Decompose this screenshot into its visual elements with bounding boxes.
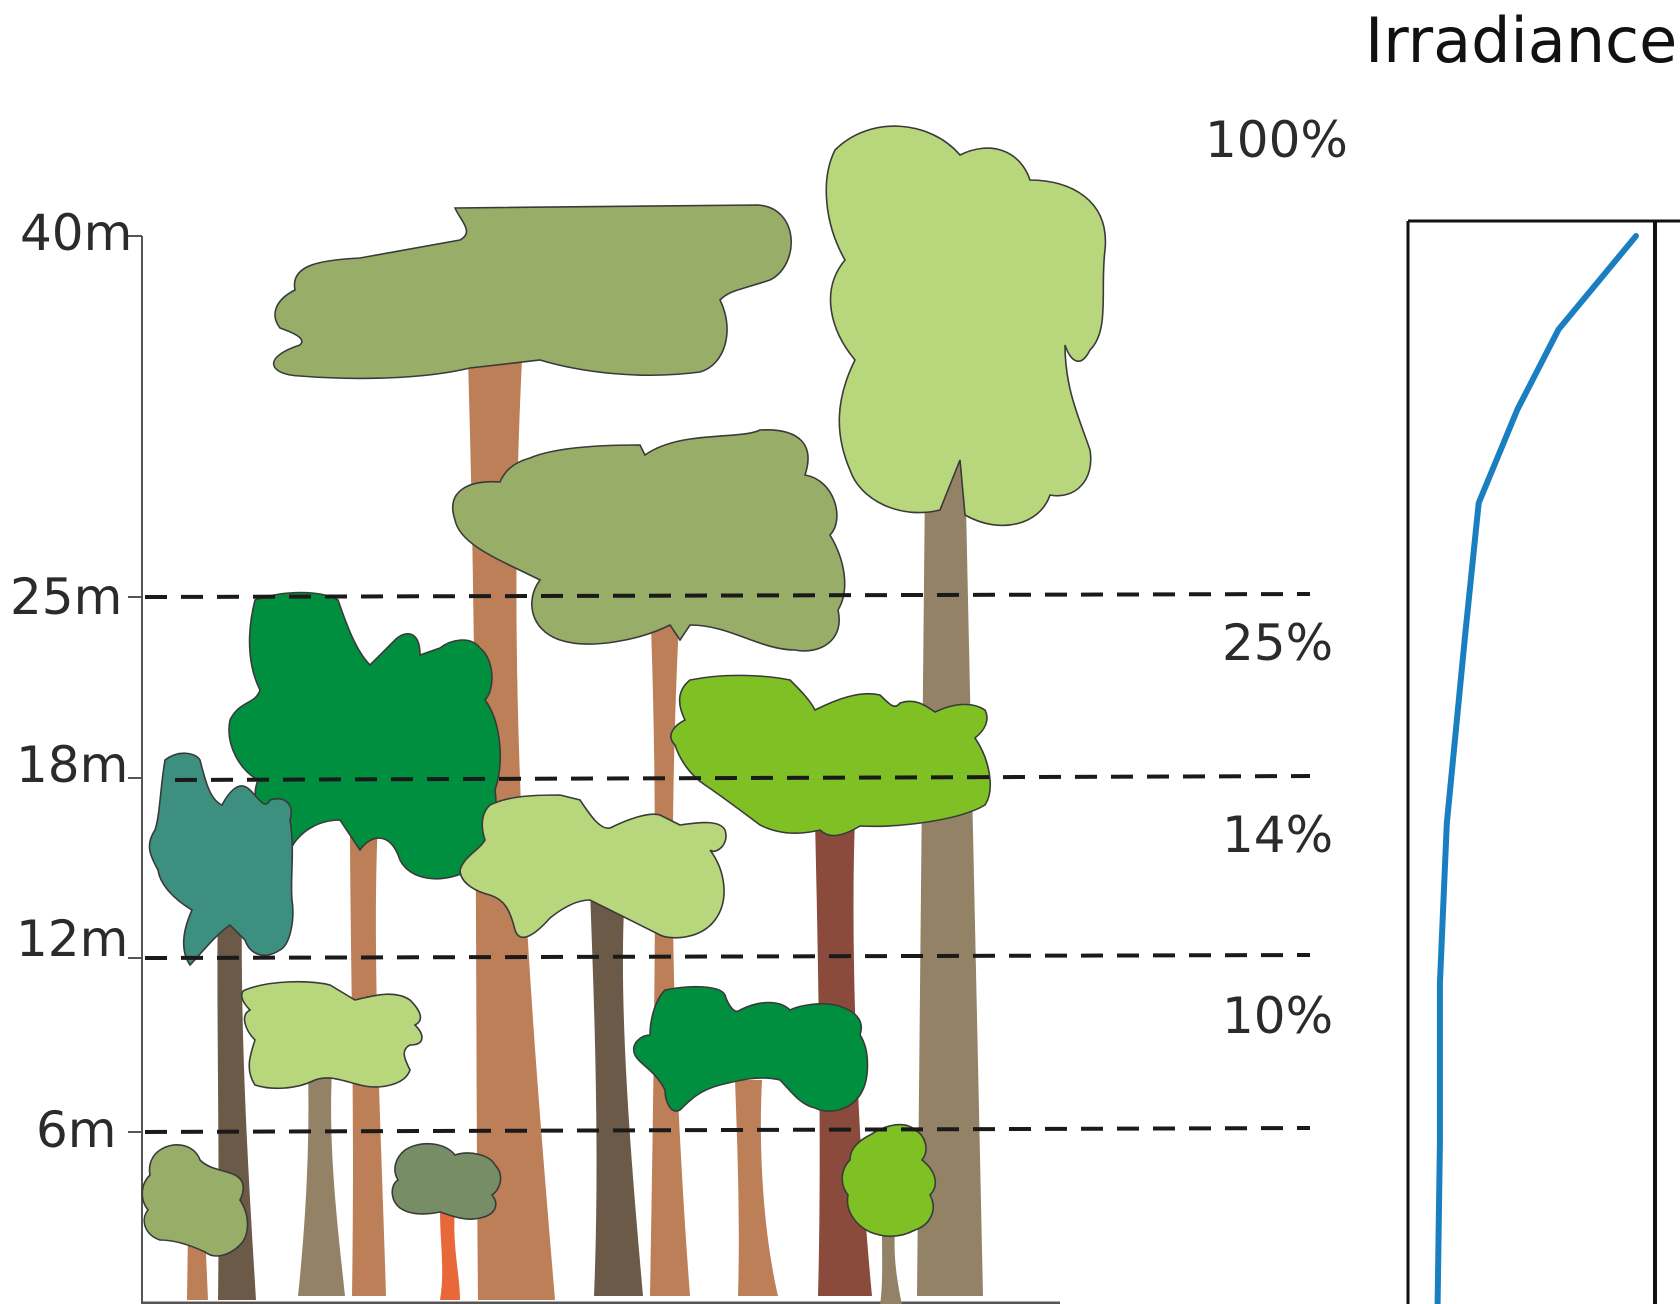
- height-label-12m: 12m: [16, 910, 128, 968]
- height-label-18m: 18m: [16, 736, 128, 794]
- irradiance-label-10: 10%: [1222, 987, 1333, 1045]
- stratum-line-12m: [144, 953, 1311, 960]
- height-label-25m: 25m: [10, 568, 122, 626]
- height-axis: [128, 235, 1060, 1304]
- height-label-6m: 6m: [36, 1101, 117, 1159]
- tree-emergent-right: [825, 125, 1107, 1296]
- stratum-lines: [144, 592, 1311, 1134]
- stratum-line-25m: [144, 592, 1311, 599]
- tree-lower-darkgreen: [632, 985, 869, 1296]
- tree-small-light: [240, 980, 423, 1296]
- irradiance-title: Irradiance: [1365, 4, 1677, 77]
- tree-seedling-lime: [841, 1123, 937, 1304]
- irradiance-curve: [1434, 233, 1639, 1304]
- irradiance-label-14: 14%: [1222, 806, 1333, 864]
- stratum-line-18m: [174, 774, 1311, 782]
- irradiance-label-100: 100%: [1205, 111, 1348, 169]
- tree-seedling-olive: [141, 1144, 249, 1300]
- tree-center-lightgreen: [459, 794, 727, 1296]
- height-label-40m: 40m: [20, 204, 132, 262]
- tree-seedling-grey: [391, 1142, 502, 1300]
- irradiance-profile-panel: [1406, 219, 1680, 1304]
- stratum-line-6m: [144, 1126, 1311, 1134]
- irradiance-label-25: 25%: [1222, 614, 1333, 672]
